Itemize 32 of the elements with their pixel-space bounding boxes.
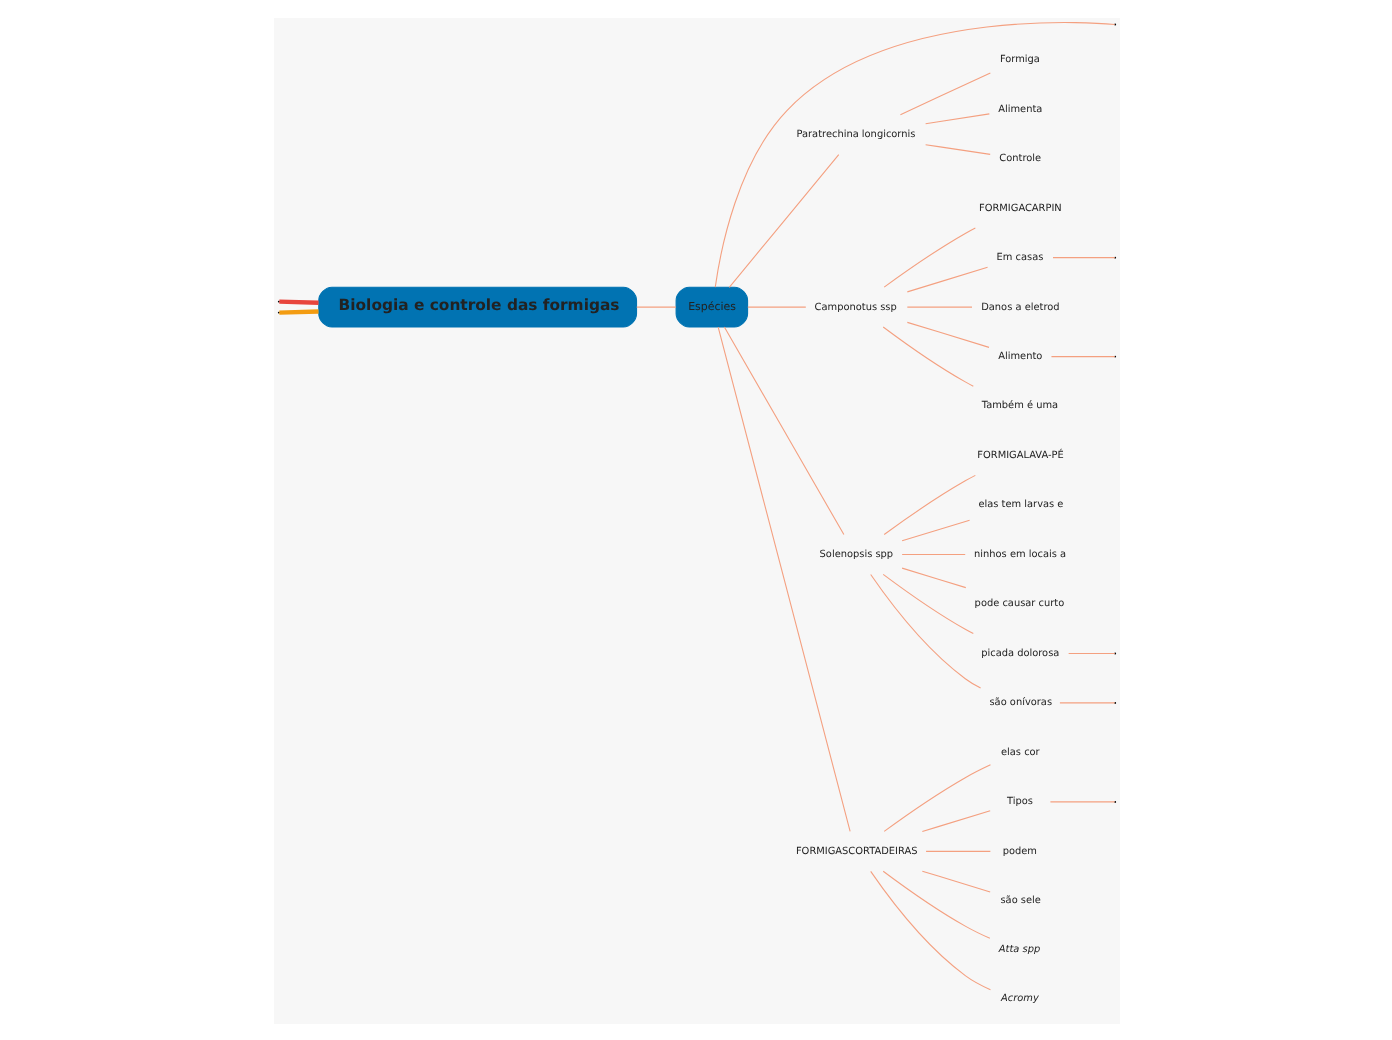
connector	[746, 305, 806, 307]
connector	[869, 869, 990, 990]
connector	[900, 552, 965, 555]
connector	[920, 809, 990, 832]
connector	[869, 572, 981, 688]
connector	[900, 566, 966, 588]
connector	[716, 325, 850, 831]
connector	[905, 265, 988, 292]
connector	[924, 849, 990, 851]
connector	[905, 305, 972, 307]
connector	[898, 71, 990, 115]
connector	[1049, 355, 1115, 357]
connector	[1051, 256, 1115, 258]
connector	[1058, 701, 1115, 703]
connector	[905, 320, 989, 347]
connector	[882, 763, 991, 831]
connector	[727, 153, 839, 287]
connector	[881, 869, 990, 938]
connector	[278, 308, 318, 314]
connector	[882, 473, 975, 534]
connector	[1048, 800, 1115, 802]
connector	[881, 325, 973, 386]
connector	[635, 305, 676, 307]
connector	[924, 143, 990, 154]
connector	[924, 112, 989, 124]
connector	[1067, 651, 1115, 653]
connector	[881, 572, 973, 634]
connector	[882, 226, 975, 287]
connector	[920, 869, 990, 892]
connector	[900, 518, 970, 541]
connector	[722, 325, 844, 535]
connector	[278, 298, 318, 304]
